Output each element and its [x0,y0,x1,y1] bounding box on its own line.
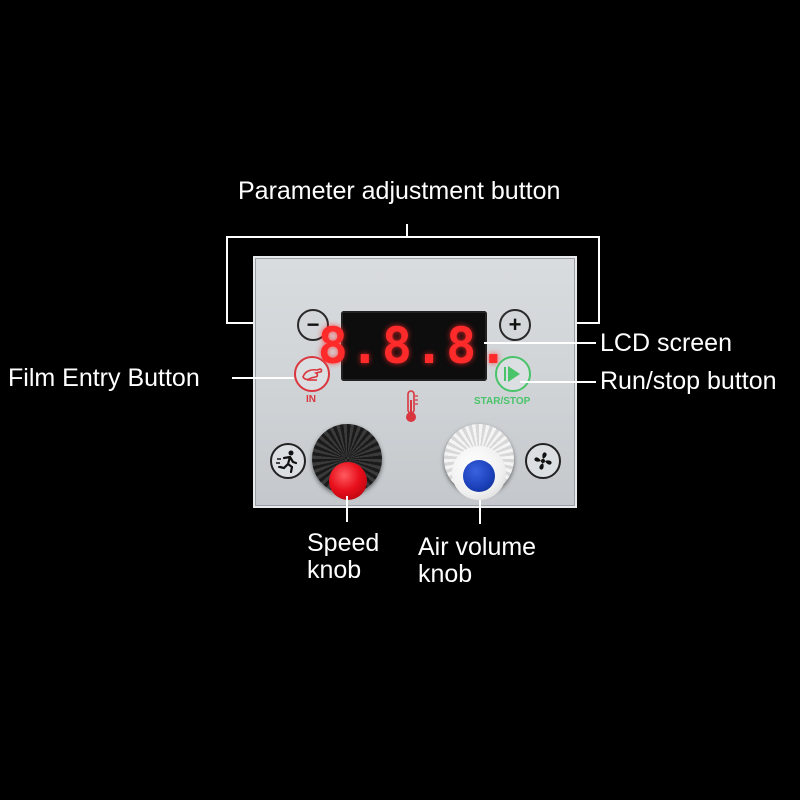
in-label: IN [306,394,316,405]
film-entry-callout: Film Entry Button [8,364,200,392]
air-knob-indicator [463,460,495,492]
speed-icon-badge [270,443,306,479]
parameter-adjustment-callout: Parameter adjustment button [238,177,561,205]
run-stop-callout: Run/stop button [600,367,777,395]
play-icon [504,366,520,382]
air-volume-knob-callout: Air volume knob [418,533,537,588]
lcd-screen-callout: LCD screen [600,329,732,357]
lcd-pointer-line [484,342,596,344]
minus-button[interactable]: − [297,309,329,341]
film-entry-hand-icon [302,368,323,381]
film-entry-button[interactable] [294,356,330,392]
lcd-display: 8.8.8. [318,311,508,381]
thermometer-icon [406,390,418,422]
start-stop-label: STAR/STOP [474,396,531,407]
start-stop-button[interactable] [495,356,531,392]
bracket-stem [406,224,408,237]
fan-icon-badge [525,443,561,479]
display-digits: 8.8.8. [317,317,511,375]
running-person-icon [276,450,298,474]
film-entry-pointer-line [232,377,294,379]
bracket-left [226,236,228,324]
fan-icon [534,452,552,470]
air-knob-pointer-line [479,500,481,524]
speed-knob-pointer-line [346,496,348,522]
run-stop-pointer-line [520,381,596,383]
bracket-right [598,236,600,324]
speed-knob-callout: Speed knob [307,529,380,584]
speed-knob-cap[interactable] [329,462,367,500]
plus-button[interactable]: + [499,309,531,341]
bracket-top [226,236,600,238]
